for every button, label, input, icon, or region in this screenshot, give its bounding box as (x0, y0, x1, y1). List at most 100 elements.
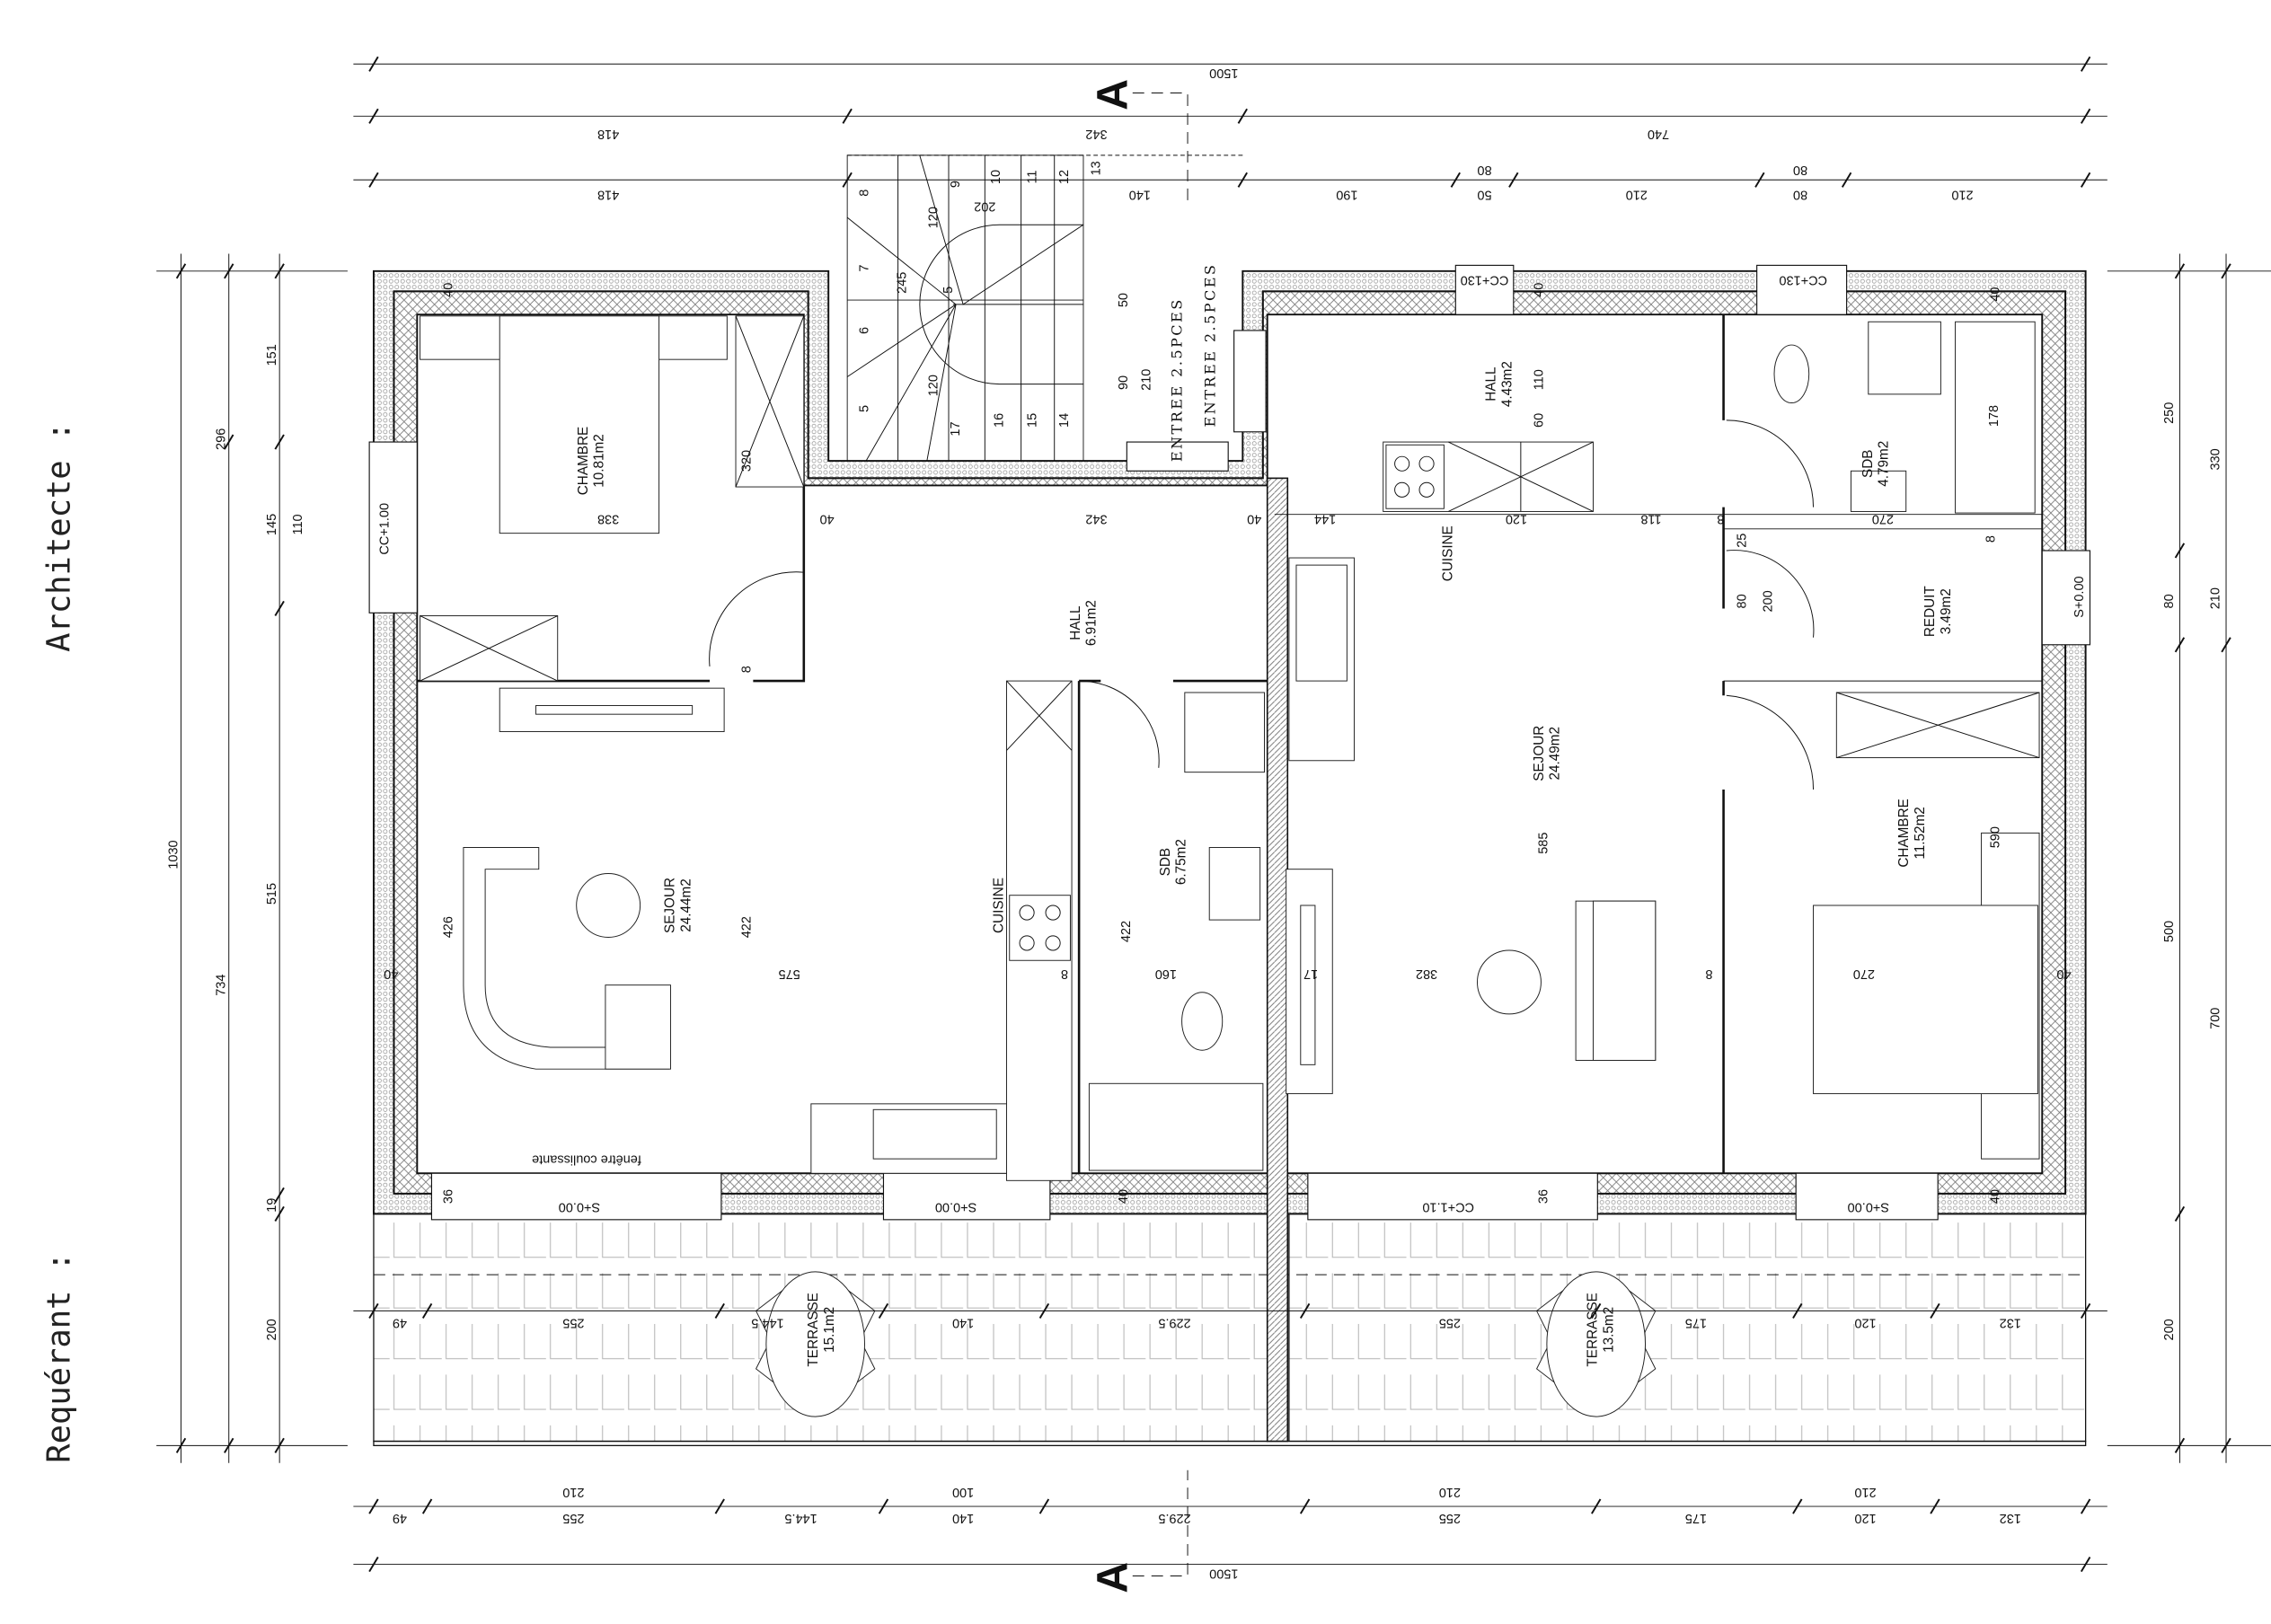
dim-top: 80 (1477, 163, 1491, 177)
room-area: 24.49m2 (1548, 727, 1563, 781)
stair-step-number: 5 (857, 405, 871, 412)
dimension-tick (1841, 172, 1852, 188)
dimension-tick (2221, 263, 2231, 279)
furniture (420, 315, 2040, 1181)
stair-step-number: 15 (1025, 413, 1039, 428)
dim-left: 19 (265, 1198, 279, 1213)
dim-interior: 200 (1761, 590, 1775, 612)
stair-step-number: 7 (857, 265, 871, 272)
dim-interior: 110 (1533, 369, 1547, 390)
room-name: SEJOUR (663, 878, 678, 933)
stair-step-number: 10 (989, 170, 1003, 184)
dim-left: 110 (291, 514, 305, 534)
opening-label: CC+1.10 (1422, 1200, 1474, 1214)
dim-right: 500 (2162, 921, 2177, 942)
dim-interior: 40 (820, 512, 835, 526)
dim-interior: 120 (927, 207, 941, 228)
dim-interior: 8 (1061, 966, 1068, 981)
dim-top: 210 (1626, 188, 1648, 202)
room-area: 11.52m2 (1913, 807, 1928, 859)
dimension-tick (2174, 1205, 2186, 1222)
dim-terrace: 140 (952, 1315, 974, 1329)
dim-interior: 270 (1853, 966, 1875, 981)
dimension-tick (1237, 108, 1248, 124)
dimension-tick (274, 263, 285, 279)
dimension-tick (1930, 1498, 1940, 1514)
room-area: 13.5m2 (1601, 1307, 1616, 1353)
dim-top: 418 (597, 127, 619, 141)
room-area: 6.75m2 (1174, 839, 1189, 885)
dim-interior: 144 (1314, 512, 1336, 526)
dim-right: 700 (2209, 1008, 2223, 1029)
dim-interior: 25 (1735, 534, 1749, 548)
dimension-tick (1299, 1302, 1311, 1319)
dim-right: 80 (2162, 594, 2177, 608)
dimension-tick (1754, 172, 1765, 188)
dim-right: 210 (2209, 587, 2223, 609)
opening-label: S+0.00 (559, 1200, 600, 1214)
dimension-tick (714, 1302, 725, 1319)
stair-step-number: 16 (992, 413, 1006, 428)
entry-label: ENTREE 2.5PCES (1168, 297, 1185, 462)
dim-terrace: 229.5 (1158, 1315, 1190, 1329)
dim-terrace: 120 (1854, 1315, 1876, 1329)
stair-step-number: 12 (1057, 170, 1072, 184)
dim-bottom: 210 (1439, 1485, 1461, 1499)
dim-bottom: 49 (393, 1511, 407, 1525)
dim-right: 250 (2162, 402, 2177, 424)
dim-top: 50 (1477, 188, 1491, 202)
room-area: 4.79m2 (1877, 441, 1892, 487)
dim-interior: 40 (1247, 512, 1261, 526)
dimension-tick (2221, 1437, 2231, 1453)
dimension-tick (368, 108, 379, 124)
dim-interior: 202 (974, 199, 995, 213)
dim-interior: 36 (1536, 1189, 1551, 1204)
dim-interior: 245 (895, 272, 909, 294)
room-name: CHAMBRE (576, 427, 591, 495)
section-marker-top: A (1088, 79, 1189, 204)
dimension-tick (1237, 172, 1248, 188)
dim-top: 342 (1085, 127, 1107, 141)
dim-left: 145 (265, 514, 279, 535)
dim-top: 80 (1793, 163, 1807, 177)
dim-interior: 60 (1533, 413, 1547, 428)
party-wall (1266, 477, 1289, 1443)
dimension-tick (2174, 637, 2186, 653)
dimension-tick (1508, 172, 1519, 188)
dim-interior: 426 (442, 916, 456, 938)
dim-interior: 8 (740, 666, 755, 673)
room-name: CUISINE (991, 878, 1006, 933)
opening-label: S+0.00 (1848, 1200, 1889, 1214)
dimension-tick (2080, 172, 2091, 188)
dim-interior: 8 (1705, 966, 1712, 981)
dim-interior: 8 (1717, 512, 1724, 526)
staircase (846, 154, 1243, 462)
dim-interior: 590 (1989, 826, 2003, 848)
dim-terrace: 255 (562, 1315, 584, 1329)
room-name: HALL (1068, 605, 1083, 640)
dimension-tick (368, 1557, 379, 1573)
dimension-tick (842, 172, 853, 188)
dim-bottom: 120 (1854, 1511, 1876, 1525)
stair-step-number: 11 (1025, 170, 1039, 183)
stair-step-number: 14 (1057, 413, 1072, 428)
dimension-tick (224, 263, 234, 279)
room-area: 10.81m2 (592, 434, 607, 488)
dim-terrace: 255 (1439, 1315, 1461, 1329)
dimension-tick (1930, 1302, 1940, 1319)
dim-overall-top: 1500 (1209, 66, 1238, 80)
stair-step-number: 17 (949, 421, 963, 436)
dimension-lines (156, 63, 2271, 1566)
dim-interior: 422 (1119, 921, 1134, 942)
dim-interior: 575 (779, 966, 800, 981)
dim-interior: 120 (927, 375, 941, 396)
opening-label: CC+130 (1779, 273, 1827, 287)
dim-interior: 40 (384, 966, 398, 981)
dim-interior: 36 (442, 1189, 456, 1204)
room-name: TERRASSE (1586, 1293, 1601, 1366)
dim-interior: 5 (941, 287, 956, 294)
dimension-tick (421, 1302, 433, 1319)
dim-interior: 40 (1989, 287, 2003, 302)
dim-left: 734 (215, 975, 229, 996)
